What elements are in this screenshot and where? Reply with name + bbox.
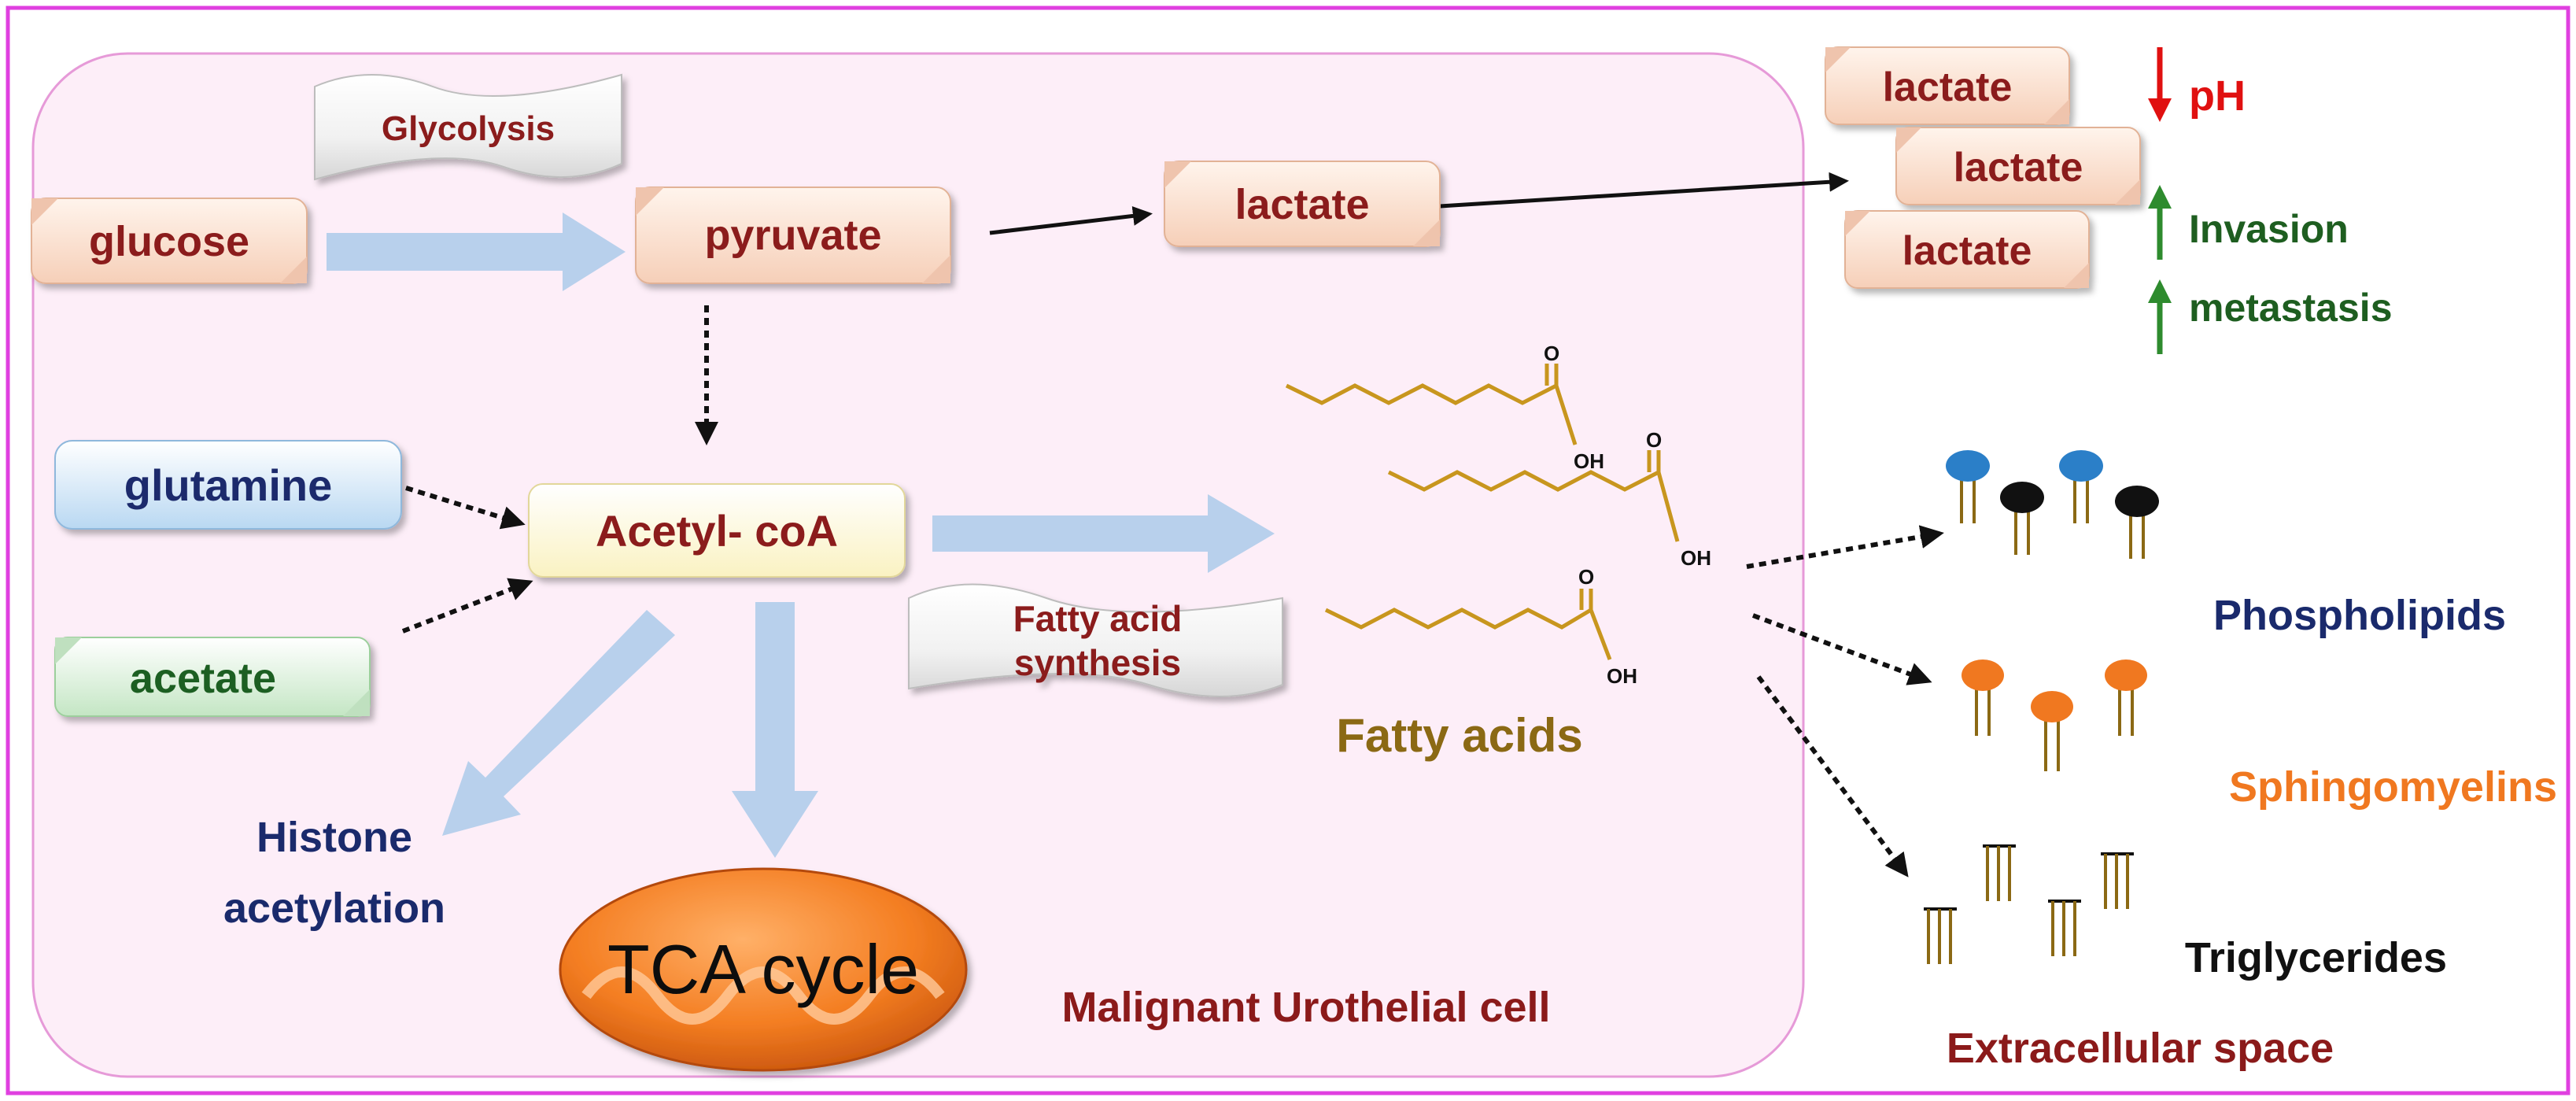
lactate-out-3-label: lactate [1902,228,2032,274]
fa3-oh: OH [1607,664,1637,688]
box-lactate-out-2: lactate [1895,127,2141,205]
banner-glycolysis: Glycolysis [314,73,622,181]
ph-label: pH [2189,72,2246,120]
arrow-acetyl-to-tca [732,602,818,858]
sphingomyelin-3 [2105,659,2147,736]
triglyceride-2 [1983,844,2016,901]
acetyl-coa-label: Acetyl- coA [596,506,838,556]
phospholipids-label: Phospholipids [2213,592,2506,639]
fa2-oh: OH [1681,546,1711,570]
fatty-acid-molecules [1285,364,1680,660]
banner-fatty-acid-synthesis: Fatty acid synthesis [908,583,1283,697]
lactate-out-2-label: lactate [1954,145,2083,190]
phospholipid-icons [1946,450,2159,559]
tca-cycle-label: TCA cycle [607,930,919,1008]
sphingomyelin-1 [1962,659,2004,736]
phospholipid-1 [1946,450,1990,523]
box-lactate-out-1: lactate [1825,46,2070,125]
extracellular-label: Extracellular space [1947,1025,2334,1072]
arrow-fa-to-sphingomyelins [1751,613,1932,685]
triglyceride-1 [1924,907,1957,964]
histone-label-line1: Histone [256,814,412,861]
fatty-acid-synthesis-line1: Fatty acid [1013,598,1183,639]
fa1-oh: OH [1574,449,1604,473]
effect-metastasis: metastasis [2148,279,2393,354]
solid-arrows [989,172,1849,235]
metastasis-label: metastasis [2189,286,2393,330]
fat-arrows [327,212,1275,858]
pyruvate-label: pyruvate [704,212,881,259]
cell-label: Malignant Urothelial cell [1061,984,1550,1031]
tca-cycle-mitochondrion: TCA cycle [559,867,968,1072]
box-acetyl-coa: Acetyl- coA [528,483,906,578]
arrow-acetyl-to-histone [442,610,675,836]
fatty-acids-label: Fatty acids [1336,709,1582,762]
arrow-fa-to-triglycerides [1756,675,1909,877]
box-lactate-inner: lactate [1164,161,1441,247]
box-lactate-out-3: lactate [1844,210,2090,289]
dotted-arrows [401,305,1944,877]
box-glucose: glucose [31,198,308,284]
phospholipid-3 [2059,450,2103,523]
acetate-label: acetate [130,655,276,702]
phospholipid-4 [2115,486,2159,559]
fa3-o: O [1578,565,1594,589]
fatty-acid-chain-3 [1324,589,1612,660]
arrow-pyruvate-to-lactate [989,205,1153,235]
lactate-out-1-label: lactate [1883,65,2013,110]
triglyceride-4 [2101,852,2134,909]
sphingomyelins-label: Sphingomyelins [2229,763,2557,811]
phospholipid-2 [2000,482,2044,555]
triglyceride-icons [1924,844,2134,964]
arrow-acetyl-to-fatty-acids [932,494,1275,573]
arrow-acetate-to-acetyl [401,578,533,634]
glycolysis-label: Glycolysis [382,109,555,148]
fatty-acid-chain-2 [1387,450,1680,542]
invasion-label: Invasion [2189,207,2349,251]
effect-ph: pH [2148,47,2246,122]
box-acetate: acetate [54,637,371,717]
triglycerides-label: Triglycerides [2185,934,2447,981]
fatty-acid-chain-1 [1285,364,1578,445]
histone-label-line2: acetylation [223,885,445,932]
glucose-label: glucose [89,218,249,265]
arrow-glucose-to-pyruvate [327,212,626,291]
arrow-lactate-export [1439,172,1849,209]
fatty-acid-synthesis-line2: synthesis [1014,642,1181,683]
box-glutamine: glutamine [54,440,402,530]
fa2-o: O [1646,428,1662,452]
sphingomyelin-icons [1962,659,2147,771]
box-pyruvate: pyruvate [635,187,951,284]
chem-labels: O OH O OH O OH [1544,342,1711,688]
glutamine-label: glutamine [124,460,332,510]
lactate-inner-label: lactate [1234,181,1369,228]
fa1-o: O [1544,342,1559,365]
triglyceride-3 [2048,900,2081,956]
sphingomyelin-2 [2031,691,2073,771]
effect-invasion: Invasion [2148,185,2349,260]
